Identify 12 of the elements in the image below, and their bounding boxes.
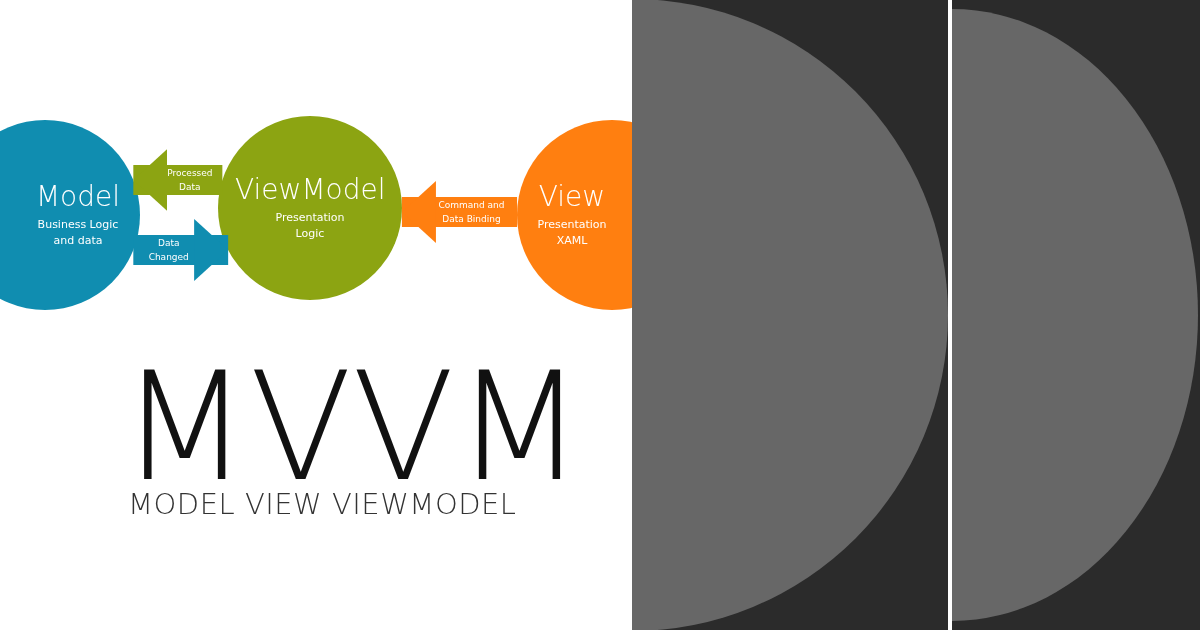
arrow — [133, 149, 223, 211]
node-description: Presentation Logic — [274, 209, 346, 242]
node-description: Presentation XAML — [536, 216, 608, 249]
node-title: ViewModel — [235, 174, 385, 206]
edge-label: Data Changed — [147, 236, 190, 264]
node-title: Model — [34, 181, 122, 213]
arrow — [133, 219, 229, 281]
edge-label: Processed Data — [166, 166, 214, 193]
arrow — [401, 181, 518, 243]
node-title: View — [537, 181, 607, 213]
edge-label: Command and Data Binding — [437, 198, 506, 226]
node-description: Business Logic and data — [36, 216, 120, 249]
